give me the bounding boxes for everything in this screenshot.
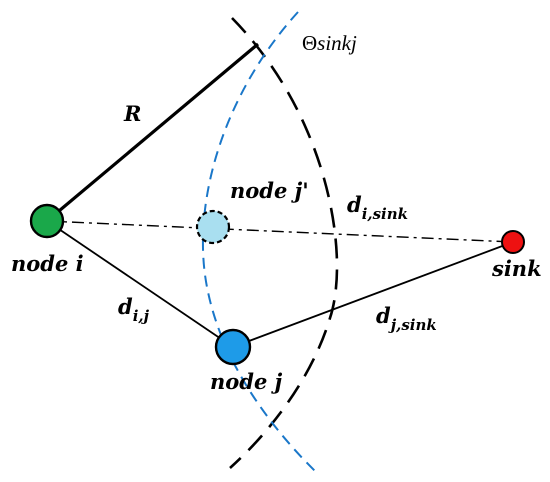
label-d-i-sink: di,sink <box>347 192 408 223</box>
edge-R <box>45 42 260 223</box>
node-i <box>29 203 65 239</box>
range-arc-black <box>229 17 339 469</box>
edge-d-i-j <box>46 220 234 348</box>
node-j-prime <box>195 209 231 245</box>
label-node-i: node i <box>11 251 84 276</box>
theta-arc-blue <box>202 11 319 475</box>
edge-d-j-sink <box>232 241 514 348</box>
node-sink <box>501 230 525 254</box>
label-theta: Θsinkj <box>302 31 357 55</box>
edge-d-i-sink <box>46 220 514 243</box>
label-node-j-prime: node j' <box>230 178 309 203</box>
label-d-j-sink: dj,sink <box>376 303 437 334</box>
label-R: R <box>123 101 141 126</box>
theta-text: sinkj <box>317 31 357 55</box>
label-node-j: node j <box>210 369 283 394</box>
label-sink: sink <box>491 256 542 281</box>
label-d-i-j: di,j <box>118 294 150 325</box>
theta-symbol: Θ <box>302 31 317 55</box>
node-j <box>214 328 252 366</box>
